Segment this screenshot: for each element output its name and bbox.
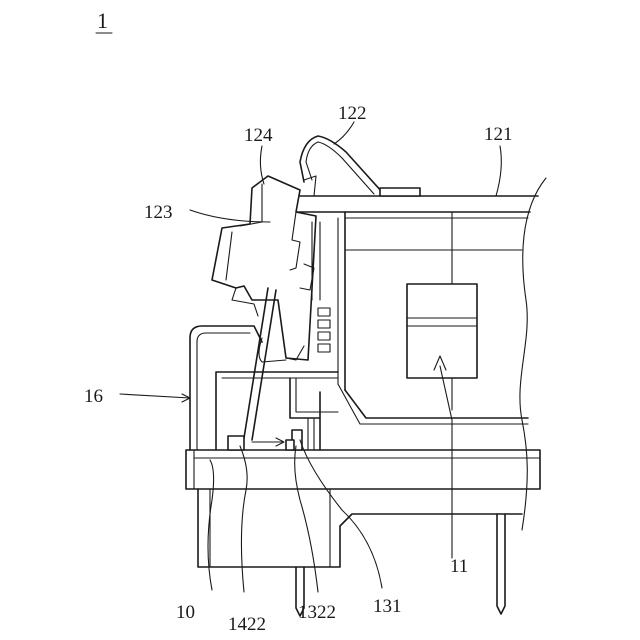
lever-spring bbox=[300, 136, 420, 196]
actuator-assembly bbox=[212, 176, 330, 360]
side-bracket bbox=[190, 326, 338, 450]
label-16: 16 bbox=[84, 386, 103, 407]
base-housing bbox=[186, 450, 540, 616]
label-123: 123 bbox=[144, 202, 173, 223]
label-131: 131 bbox=[373, 596, 402, 617]
label-122: 122 bbox=[338, 103, 367, 124]
label-124: 124 bbox=[244, 125, 273, 146]
label-121: 121 bbox=[484, 124, 513, 145]
label-1322: 1322 bbox=[298, 602, 336, 623]
label-11: 11 bbox=[450, 556, 468, 577]
label-1422: 1422 bbox=[228, 614, 266, 635]
main-body bbox=[338, 212, 528, 424]
label-10: 10 bbox=[176, 602, 195, 623]
figure-number: 1 bbox=[97, 8, 108, 33]
